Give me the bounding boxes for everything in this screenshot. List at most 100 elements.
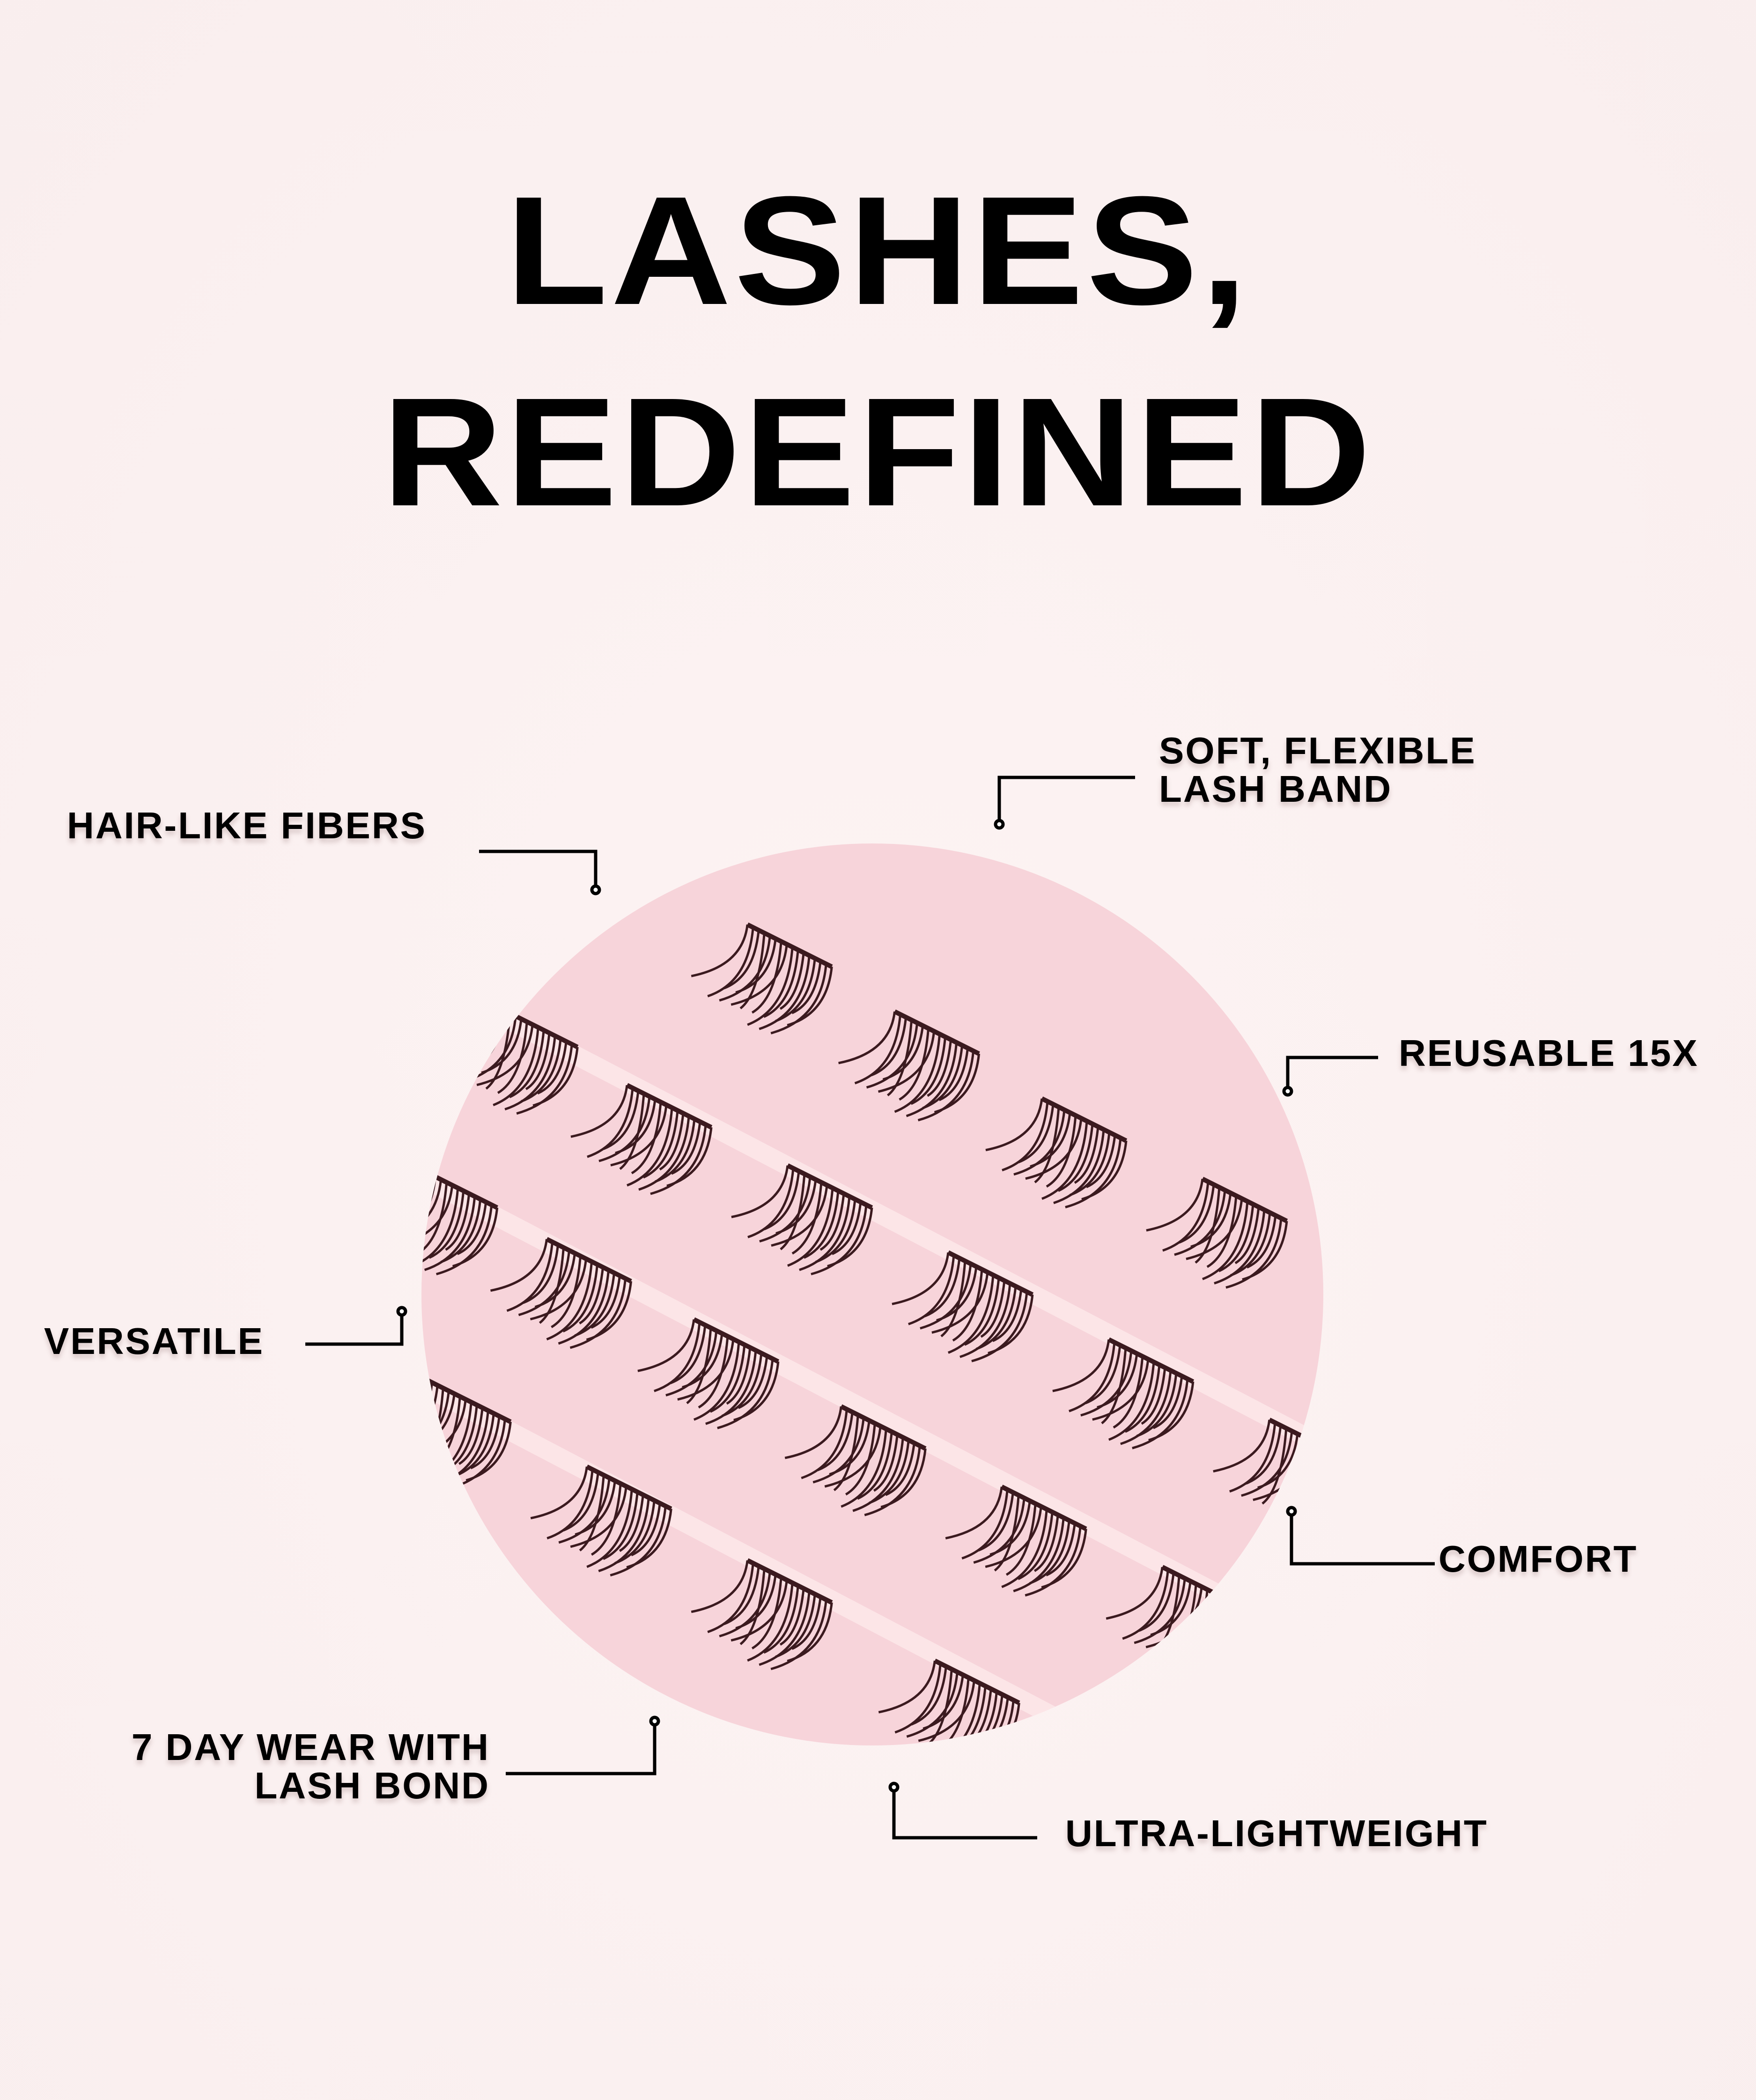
- lash-strand: [1106, 1567, 1164, 1620]
- lash-strand: [927, 1039, 952, 1097]
- lash-strand: [537, 1041, 568, 1094]
- lash-strand: [869, 1440, 910, 1504]
- lash-strand: [579, 1267, 605, 1324]
- lash-strand: [670, 1325, 707, 1384]
- lash-strand: [801, 1409, 848, 1479]
- lash-strand: [824, 1426, 882, 1488]
- lash-strand: [421, 1171, 426, 1230]
- lash-strand: [586, 1281, 633, 1341]
- lash-strand: [735, 1574, 777, 1630]
- lash-strand: [787, 1188, 834, 1267]
- lash-strand: [873, 1434, 899, 1492]
- connector-hair-like: [479, 850, 598, 890]
- lash-strand: [1025, 1526, 1082, 1597]
- lash-strand: [852, 1437, 904, 1512]
- label-comfort: COMFORT: [1439, 1538, 1638, 1580]
- lash-strand: [457, 1202, 487, 1255]
- lash-strand: [558, 1270, 610, 1345]
- lash-strand: [831, 1202, 862, 1255]
- lash-strand: [691, 1560, 749, 1613]
- lash-strand: [1018, 1104, 1055, 1164]
- lash-strand: [563, 1472, 599, 1532]
- lash-strand: [590, 1483, 622, 1556]
- lash-strand: [1146, 1178, 1204, 1232]
- lash-strand: [458, 1407, 484, 1465]
- lash-strand: [1080, 1350, 1133, 1417]
- lash-cluster: [530, 1464, 672, 1577]
- lash-strand: [610, 1104, 668, 1167]
- lash-strand: [1229, 1422, 1276, 1493]
- lash-strand: [791, 1597, 822, 1650]
- lash-strand: [1245, 1425, 1282, 1485]
- label-versatile: VERSATILE: [44, 1320, 265, 1362]
- lash-strand: [1230, 1212, 1271, 1277]
- lash-strand: [421, 1382, 433, 1453]
- lash-strand: [854, 1014, 902, 1085]
- lash-strand: [587, 1087, 634, 1158]
- lash-strand: [627, 1107, 673, 1187]
- lash-strand: [1190, 1600, 1231, 1665]
- lash-strand: [1039, 1741, 1097, 1745]
- lash-strand: [819, 1193, 845, 1251]
- lash-cluster: [731, 1163, 873, 1276]
- lash-strand: [988, 1294, 1034, 1354]
- lash-strand: [424, 1196, 476, 1271]
- lash-strand: [1018, 1512, 1054, 1580]
- lash-strand: [1309, 1462, 1323, 1522]
- lash-strand: [936, 1266, 978, 1322]
- lash-strand: [934, 1683, 981, 1745]
- lash-strand: [665, 1331, 718, 1397]
- lash-strand: [707, 1563, 754, 1634]
- lash-strand: [373, 1168, 419, 1237]
- lash-base: [934, 1658, 1020, 1705]
- lash-strand: [436, 1205, 493, 1276]
- lash-strand: [938, 1048, 969, 1102]
- lash-strand: [436, 1005, 494, 1058]
- lash-strand: [1025, 1118, 1083, 1180]
- lash-strand: [959, 1283, 1011, 1358]
- lash-strand: [574, 1272, 616, 1337]
- lash-strand: [719, 935, 771, 1002]
- lash-strand: [421, 1185, 454, 1247]
- headline-line-1: LASHES,: [506, 164, 1250, 337]
- lash-strand: [1013, 1517, 1065, 1592]
- lash-base: [947, 1250, 1034, 1297]
- label-line: LASH BOND: [254, 1765, 490, 1806]
- lash-strand: [747, 1582, 794, 1662]
- connector-dot-icon: [994, 819, 1005, 830]
- lash-strand: [1013, 1109, 1066, 1176]
- lash-strand: [951, 1686, 987, 1745]
- lash-strand: [1065, 1138, 1122, 1209]
- lash-strand: [586, 1489, 633, 1568]
- lash-strand: [546, 1469, 594, 1540]
- lash-strand: [845, 1423, 876, 1496]
- lash-strand: [779, 1588, 805, 1646]
- lash-strand: [787, 1602, 833, 1663]
- lash-strand: [638, 1116, 690, 1191]
- lash-strand: [770, 1599, 827, 1671]
- lash-strand: [1152, 1375, 1183, 1429]
- lash-strand: [899, 1028, 930, 1101]
- lash-strand: [841, 1428, 887, 1508]
- lash-strand: [945, 1486, 1003, 1539]
- lash-strand: [764, 1171, 800, 1230]
- lash-strand: [598, 1497, 650, 1573]
- lash-strand: [735, 938, 777, 994]
- lash-cluster: [691, 1558, 833, 1671]
- lash-strand: [1749, 0, 1756, 12]
- lash-strand: [1033, 1515, 1059, 1572]
- lash-strand: [1136, 1373, 1178, 1437]
- lash-strand: [1070, 1132, 1111, 1197]
- lash-strand: [631, 1503, 661, 1556]
- lash-strand: [440, 1199, 482, 1263]
- lash-strand: [763, 949, 799, 1018]
- lash-strand: [470, 1416, 501, 1470]
- label-line: SOFT, FLEXIBLE: [1159, 730, 1476, 771]
- lash-strand: [864, 1445, 921, 1516]
- lash-strand: [906, 1671, 959, 1738]
- lash-strand: [1313, 1456, 1323, 1509]
- lash-strand: [1041, 1121, 1088, 1200]
- lash-strand: [871, 1017, 908, 1077]
- lash-base: [746, 1558, 833, 1605]
- lash-strand: [723, 930, 760, 990]
